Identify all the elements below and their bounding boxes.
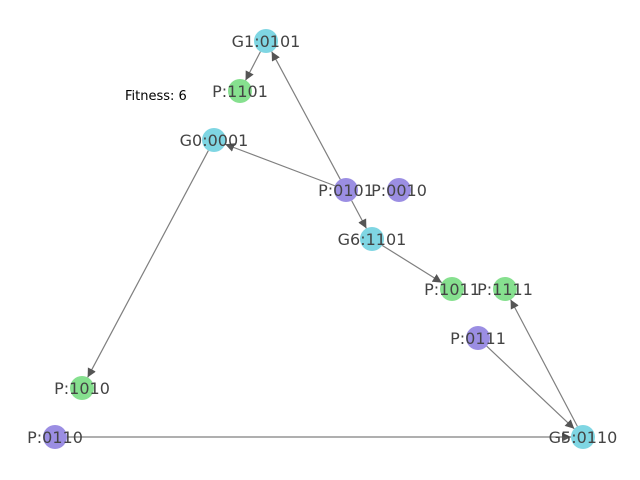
node-circle-p1010 bbox=[70, 376, 94, 400]
node-label-p1111: P:1111 bbox=[477, 280, 533, 299]
node-circle-g0 bbox=[202, 128, 226, 152]
edge-g5-to-p1111 bbox=[510, 299, 578, 427]
node-label-p1010: P:1010 bbox=[54, 379, 110, 398]
fitness-label: Fitness: 6 bbox=[125, 89, 187, 104]
node-label-g1: G1:0101 bbox=[232, 32, 301, 51]
node-label-p1011: P:1011 bbox=[424, 280, 480, 299]
node-circle-g1 bbox=[254, 29, 278, 53]
node-p1101: P:1101 bbox=[212, 79, 268, 103]
node-circle-p0101 bbox=[334, 178, 358, 202]
edges-layer bbox=[67, 51, 578, 442]
node-p1111: P:1111 bbox=[477, 277, 533, 301]
edge-g6-to-p1011 bbox=[381, 244, 443, 284]
edge-p0101-to-g0 bbox=[225, 143, 335, 187]
node-p0101: P:0101 bbox=[318, 178, 374, 202]
edge-g0-to-p1010 bbox=[87, 150, 209, 378]
edge-p0111-to-g5 bbox=[486, 345, 575, 430]
node-circle-p0111 bbox=[466, 326, 490, 350]
edge-p0101-to-g6 bbox=[351, 200, 367, 229]
node-g5: G5:0110 bbox=[549, 425, 618, 449]
node-circle-p0010 bbox=[387, 178, 411, 202]
node-label-p0010: P:0010 bbox=[371, 181, 427, 200]
node-circle-g6 bbox=[360, 227, 384, 251]
node-g6: G6:1101 bbox=[338, 227, 407, 251]
edge-p0101-to-g1 bbox=[271, 51, 341, 180]
node-p0110: P:0110 bbox=[27, 425, 83, 449]
node-label-g6: G6:1101 bbox=[338, 230, 407, 249]
edge-g1-to-p1101 bbox=[245, 51, 261, 81]
nodes-layer: G1:0101P:1101G0:0001P:0101P:0010G6:1101P… bbox=[27, 29, 617, 449]
node-circle-p1111 bbox=[493, 277, 517, 301]
node-g0: G0:0001 bbox=[180, 128, 249, 152]
node-circle-p1011 bbox=[440, 277, 464, 301]
node-label-p0101: P:0101 bbox=[318, 181, 374, 200]
node-label-p0111: P:0111 bbox=[450, 329, 506, 348]
node-label-p1101: P:1101 bbox=[212, 82, 268, 101]
node-p0111: P:0111 bbox=[450, 326, 506, 350]
node-circle-p1101 bbox=[228, 79, 252, 103]
node-circle-p0110 bbox=[43, 425, 67, 449]
node-p1010: P:1010 bbox=[54, 376, 110, 400]
node-label-g5: G5:0110 bbox=[549, 428, 618, 447]
node-p0010: P:0010 bbox=[371, 178, 427, 202]
node-g1: G1:0101 bbox=[232, 29, 301, 53]
node-label-p0110: P:0110 bbox=[27, 428, 83, 447]
node-label-g0: G0:0001 bbox=[180, 131, 249, 150]
node-circle-g5 bbox=[571, 425, 595, 449]
node-p1011: P:1011 bbox=[424, 277, 480, 301]
